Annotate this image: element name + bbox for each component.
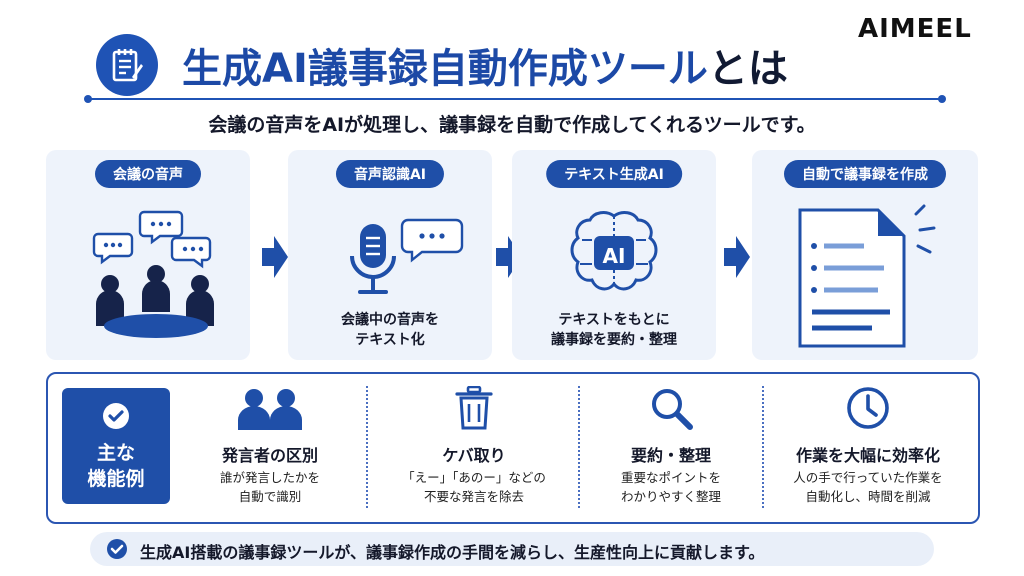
users-icon <box>238 389 302 430</box>
features-panel <box>46 372 980 524</box>
document-icon <box>798 204 936 348</box>
feature-filler-removal: ケバ取り 「えー」「あのー」などの不要な発言を除去 <box>376 384 572 514</box>
title-divider <box>84 95 946 103</box>
title-main: 生成AI議事録自動作成ツール <box>182 46 708 92</box>
features-heading-line: 機能例 <box>87 468 145 490</box>
feature-speaker-identification: 発言者の区別 誰が発言したかを自動で識別 <box>186 384 354 514</box>
check-circle-icon <box>103 403 129 429</box>
step-text-generation-ai: テキスト生成AI AI テキストをもとに 議事録を要約・整理 <box>512 150 716 360</box>
step-label: 自動で議事録を作成 <box>784 160 946 188</box>
brand-logo: AIMEEL <box>858 14 972 44</box>
features-heading-line: 主な <box>96 442 135 464</box>
clock-icon <box>847 387 889 429</box>
feature-desc-line: 誰が発言したかを <box>219 470 320 485</box>
feature-desc-line: 自動で識別 <box>238 489 302 504</box>
feature-desc-line: わかりやすく整理 <box>620 489 721 504</box>
trash-icon <box>455 386 493 430</box>
arrow-right-icon <box>724 236 750 278</box>
step-caption-line: テキスト化 <box>355 332 425 348</box>
feature-desc-line: 「えー」「あのー」などの <box>402 470 546 485</box>
check-circle-icon <box>107 539 127 559</box>
step-meeting-audio: 会議の音声 <box>46 150 250 360</box>
step-label: テキスト生成AI <box>546 160 682 188</box>
ai-brain-icon <box>570 211 658 291</box>
feature-efficiency: 作業を大幅に効率化 人の手で行っていた作業を自動化し、時間を削減 <box>768 384 968 514</box>
notepad-icon <box>96 34 158 96</box>
feature-desc-line: 自動化し、時間を削減 <box>805 489 931 504</box>
title-suffix: とは <box>707 46 788 92</box>
feature-title: 要約・整理 <box>630 446 711 465</box>
step-auto-minutes: 自動で議事録を作成 <box>752 150 978 360</box>
page-title: 生成AI議事録自動作成ツールとは <box>182 36 788 94</box>
arrow-right-icon <box>262 236 288 278</box>
feature-divider <box>762 386 764 508</box>
step-speech-recognition: 音声認識AI 会議中の音声を テキスト化 <box>288 150 492 360</box>
feature-title: 作業を大幅に効率化 <box>795 446 940 465</box>
search-icon <box>652 389 693 430</box>
feature-title: 発言者の区別 <box>221 446 318 465</box>
brand-text: AIMEEL <box>858 14 972 44</box>
step-caption-line: 議事録を要約・整理 <box>551 332 677 348</box>
step-caption-line: テキストをもとに <box>558 312 670 328</box>
step-label: 音声認識AI <box>335 160 445 188</box>
feature-desc-line: 不要な発言を除去 <box>423 489 524 504</box>
meeting-people-icon <box>92 210 214 338</box>
step-label: 会議の音声 <box>95 160 201 188</box>
subtitle: 会議の音声をAIが処理し、議事録を自動で作成してくれるツールです。 <box>208 114 816 136</box>
microphone-icon <box>350 218 464 294</box>
feature-desc-line: 人の手で行っていた作業を <box>793 470 943 485</box>
feature-divider <box>366 386 368 508</box>
bottom-note: 生成AI搭載の議事録ツールが、議事録作成の手間を減らし、生産性向上に貢献します。 <box>90 532 934 566</box>
features-heading: 主な 機能例 <box>62 388 170 504</box>
feature-summarize: 要約・整理 重要なポイントをわかりやすく整理 <box>586 384 756 514</box>
bottom-note-text: 生成AI搭載の議事録ツールが、議事録作成の手間を減らし、生産性向上に貢献します。 <box>140 543 765 562</box>
step-caption-line: 会議中の音声を <box>341 312 439 328</box>
ai-chip-label: AI <box>602 244 626 268</box>
feature-title: ケバ取り <box>442 446 506 465</box>
feature-divider <box>578 386 580 508</box>
feature-desc-line: 重要なポイントを <box>620 470 721 485</box>
arrow-right-icon <box>496 236 522 278</box>
